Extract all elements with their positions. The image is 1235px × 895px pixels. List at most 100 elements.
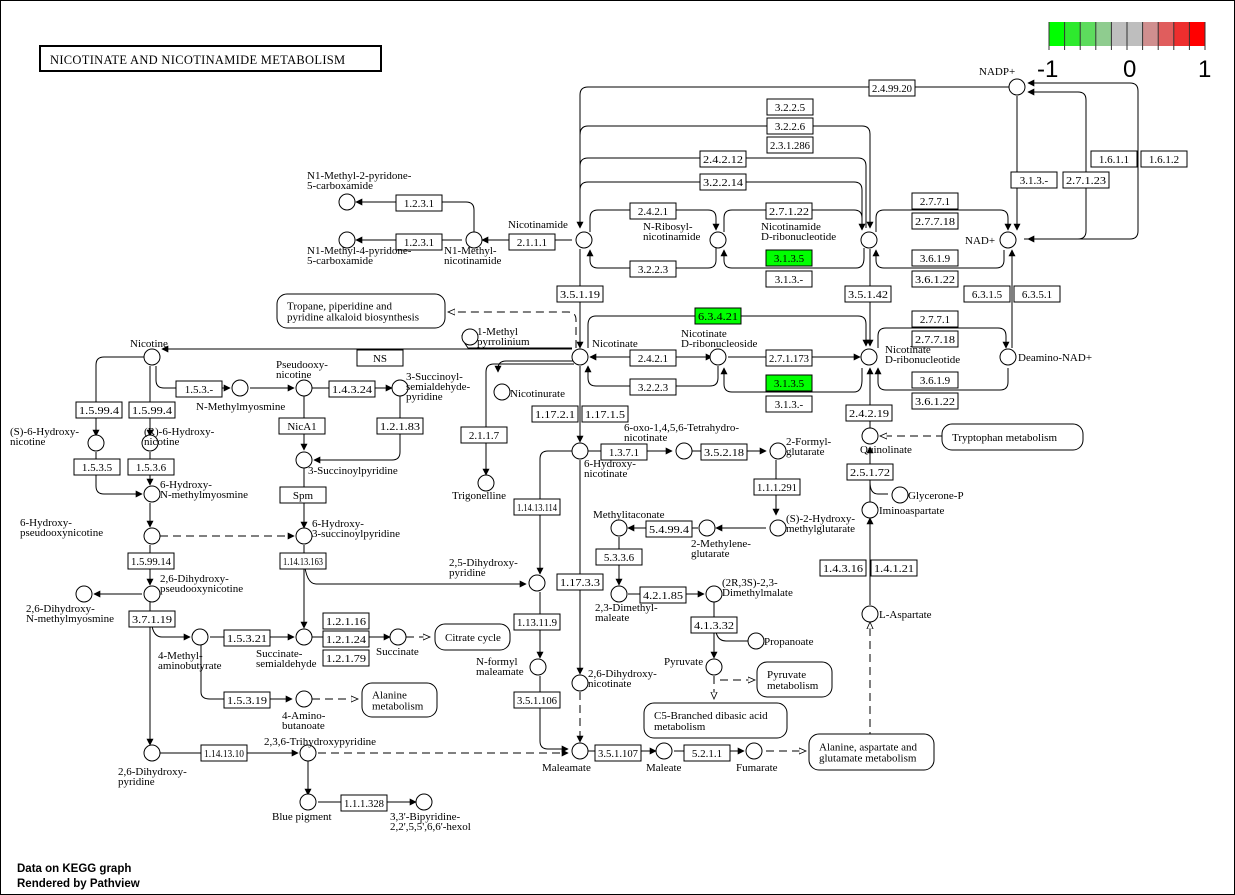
compound-node[interactable]: Blue pigment — [272, 793, 332, 823]
compound-circle[interactable] — [529, 658, 547, 676]
enzyme-box[interactable]: 3.7.1.19 — [128, 610, 176, 628]
compound-circle[interactable] — [143, 348, 161, 366]
enzyme-box-rect[interactable] — [870, 559, 918, 577]
enzyme-box-rect[interactable] — [128, 610, 176, 628]
enzyme-box[interactable]: 5.4.99.4 — [645, 520, 693, 538]
pathway-map-link[interactable]: Tryptophan metabolism — [941, 423, 1084, 451]
enzyme-box-rect[interactable] — [556, 285, 604, 303]
compound-node[interactable]: 6-Hydroxy-3-succinoylpyridine — [295, 518, 400, 545]
compound-node[interactable]: Succinate-semialdehyde — [256, 628, 317, 670]
enzyme-box-rect[interactable] — [766, 98, 814, 116]
enzyme-box[interactable]: 3.2.2.6 — [766, 117, 814, 135]
enzyme-box[interactable]: 1.1.1.291 — [753, 478, 801, 496]
compound-node[interactable]: Pyruvate — [664, 656, 723, 676]
compound-node[interactable]: Nicotinamide — [508, 219, 593, 249]
enzyme-box[interactable]: 2.4.99.20 — [868, 79, 916, 97]
compound-circle[interactable] — [675, 442, 693, 460]
compound-circle[interactable] — [391, 379, 409, 397]
enzyme-box-rect[interactable] — [844, 285, 892, 303]
enzyme-box-rect[interactable] — [322, 649, 370, 667]
enzyme-box-rect[interactable] — [513, 613, 561, 631]
enzyme-box-rect[interactable] — [846, 463, 894, 481]
enzyme-box-rect[interactable] — [1090, 150, 1138, 168]
enzyme-box-rect[interactable] — [911, 212, 959, 230]
enzyme-box[interactable]: 1.3.7.1 — [600, 443, 648, 461]
enzyme-box-rect[interactable] — [911, 192, 959, 210]
compound-circle[interactable] — [389, 628, 407, 646]
enzyme-box-rect[interactable] — [845, 404, 893, 422]
enzyme-box-rect[interactable] — [322, 612, 370, 630]
enzyme-box[interactable]: 1.4.1.21 — [870, 559, 918, 577]
enzyme-box-rect[interactable] — [223, 629, 271, 647]
enzyme-box[interactable]: 2.7.7.1 — [911, 310, 959, 328]
compound-node[interactable]: 6-oxo-1,4,5,6-Tetrahydro-nicotinate — [624, 422, 739, 460]
enzyme-box-rect[interactable] — [322, 630, 370, 648]
enzyme-box-rect[interactable] — [639, 586, 687, 604]
enzyme-box[interactable]: 2.4.2.1 — [629, 349, 677, 367]
compound-node[interactable]: N-Methylmyosmine — [196, 379, 285, 413]
enzyme-box-rect[interactable] — [128, 401, 176, 419]
enzyme-box-rect[interactable] — [629, 202, 677, 220]
compound-node[interactable]: Iminoaspartate — [861, 501, 944, 519]
compound-circle[interactable] — [295, 379, 313, 397]
compound-node[interactable]: 4-Methyl-aminobutyrate — [158, 628, 222, 672]
compound-circle[interactable] — [861, 501, 879, 519]
compound-circle[interactable] — [747, 632, 765, 650]
enzyme-box-rect[interactable] — [683, 744, 731, 762]
compound-node[interactable]: Fumarate — [736, 742, 778, 774]
enzyme-box-rect[interactable] — [868, 79, 916, 97]
compound-node[interactable]: 2,6-Dihydroxy-N-methylmyosmine — [26, 585, 114, 625]
enzyme-box-rect[interactable] — [175, 380, 223, 398]
enzyme-box[interactable]: 2.7.7.18 — [911, 330, 959, 348]
enzyme-box-rect[interactable] — [513, 498, 561, 516]
enzyme-box[interactable]: 1.17.2.1 — [531, 405, 579, 423]
compound-circle[interactable] — [338, 231, 356, 249]
compound-circle[interactable] — [141, 434, 159, 452]
enzyme-box[interactable]: 2.7.7.18 — [911, 212, 959, 230]
enzyme-box-rect[interactable] — [127, 552, 175, 570]
enzyme-box[interactable]: 1.5.3.6 — [127, 458, 175, 476]
compound-node[interactable]: 6-Hydroxy-N-methylmyosmine — [143, 479, 248, 503]
compound-circle[interactable] — [143, 527, 161, 545]
compound-circle[interactable] — [769, 442, 787, 460]
enzyme-box-rect[interactable] — [600, 443, 648, 461]
compound-node[interactable]: Propanoate — [747, 632, 814, 650]
compound-circle[interactable] — [860, 231, 878, 249]
enzyme-box-rect[interactable] — [279, 486, 327, 504]
enzyme-box-rect[interactable] — [279, 552, 327, 570]
enzyme-box[interactable]: 1.14.13.10 — [200, 744, 248, 762]
enzyme-box[interactable]: 1.14.13.163 — [279, 552, 327, 570]
enzyme-box[interactable]: 2.7.1.22 — [765, 202, 813, 220]
enzyme-box[interactable]: 2.7.1.23 — [1062, 171, 1110, 189]
enzyme-box-rect[interactable] — [766, 136, 814, 154]
compound-circle[interactable] — [698, 519, 716, 537]
enzyme-box[interactable]: NicA1 — [278, 417, 326, 435]
enzyme-box[interactable]: 6.3.5.1 — [1013, 285, 1061, 303]
compound-circle[interactable] — [571, 674, 589, 692]
enzyme-box-rect[interactable] — [376, 417, 424, 435]
enzyme-box[interactable]: 1.5.3.21 — [223, 629, 271, 647]
compound-node[interactable]: (R)-6-Hydroxy-nicotine — [141, 426, 215, 452]
compound-node[interactable]: Trigonelline — [452, 474, 506, 502]
compound-node[interactable]: 6-Hydroxy-nicotinate — [571, 442, 636, 480]
compound-node[interactable]: 2,6-Dihydroxy-pseudooxynicotine — [143, 573, 243, 603]
enzyme-box-rect[interactable] — [699, 173, 747, 191]
enzyme-box[interactable]: 3.1.3.- — [765, 395, 813, 413]
compound-circle[interactable] — [655, 742, 673, 760]
compound-circle[interactable] — [571, 442, 589, 460]
compound-node[interactable]: 3-Succinoyl-semialdehyde-pyridine — [391, 371, 470, 403]
enzyme-box[interactable]: 2.4.2.12 — [699, 150, 747, 168]
enzyme-box-rect[interactable] — [819, 559, 867, 577]
enzyme-box-rect[interactable] — [911, 330, 959, 348]
pathway-map-box[interactable] — [756, 661, 833, 698]
compound-circle[interactable] — [295, 527, 313, 545]
enzyme-box[interactable]: 6.3.4.21 — [694, 307, 742, 325]
compound-node[interactable]: N1-Methyl-4-pyridone-5-carboxamide — [307, 231, 412, 267]
pathway-map-box[interactable] — [643, 702, 788, 739]
enzyme-box-rect[interactable] — [581, 405, 629, 423]
enzyme-box-rect[interactable] — [629, 260, 677, 278]
enzyme-box[interactable]: 3.5.1.19 — [556, 285, 604, 303]
